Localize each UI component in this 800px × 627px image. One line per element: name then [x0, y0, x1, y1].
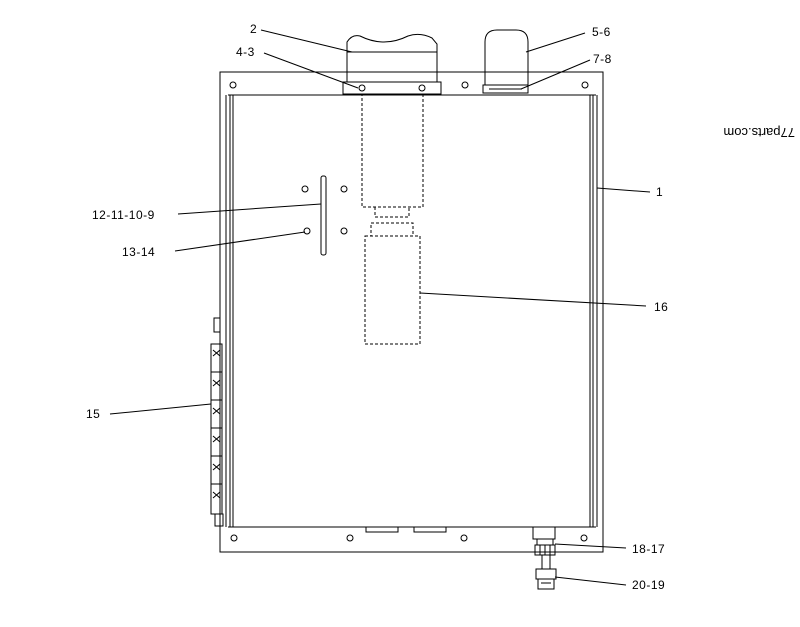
label-12-11-10-9: 12-11-10-9: [92, 208, 155, 222]
hinge-strip-15: [210, 317, 224, 527]
bottom-valve: [532, 526, 557, 590]
label-20-19: 20-19: [632, 578, 665, 592]
label-16: 16: [654, 300, 668, 314]
frame-bolts: [229, 81, 589, 542]
bottom-notch-right: [413, 526, 447, 533]
right-side-rail: [589, 95, 598, 527]
bottom-notch-left: [365, 526, 399, 533]
label-2: 2: [250, 22, 257, 36]
hidden-internal-parts: [361, 94, 424, 345]
label-4-3: 4-3: [236, 45, 255, 59]
left-side-rail: [225, 95, 234, 527]
hidden-component-16: [364, 235, 421, 345]
callout-labels: 2 4-3 5-6 7-8 1 12-11-10-9 13-14 16 15 1…: [86, 22, 668, 592]
label-1: 1: [656, 185, 663, 199]
leader-lines: [109, 29, 651, 586]
label-18-17: 18-17: [632, 542, 665, 556]
watermark-text: 77parts.com: [723, 125, 795, 140]
top-cap-5-6: [482, 29, 529, 94]
label-5-6: 5-6: [592, 25, 611, 39]
label-7-8: 7-8: [593, 52, 612, 66]
top-fitting-2: [342, 33, 442, 95]
label-13-14: 13-14: [122, 245, 155, 259]
label-15: 15: [86, 407, 100, 421]
cabinet-outer-frame: [219, 71, 604, 553]
latch-handle: [301, 175, 348, 256]
